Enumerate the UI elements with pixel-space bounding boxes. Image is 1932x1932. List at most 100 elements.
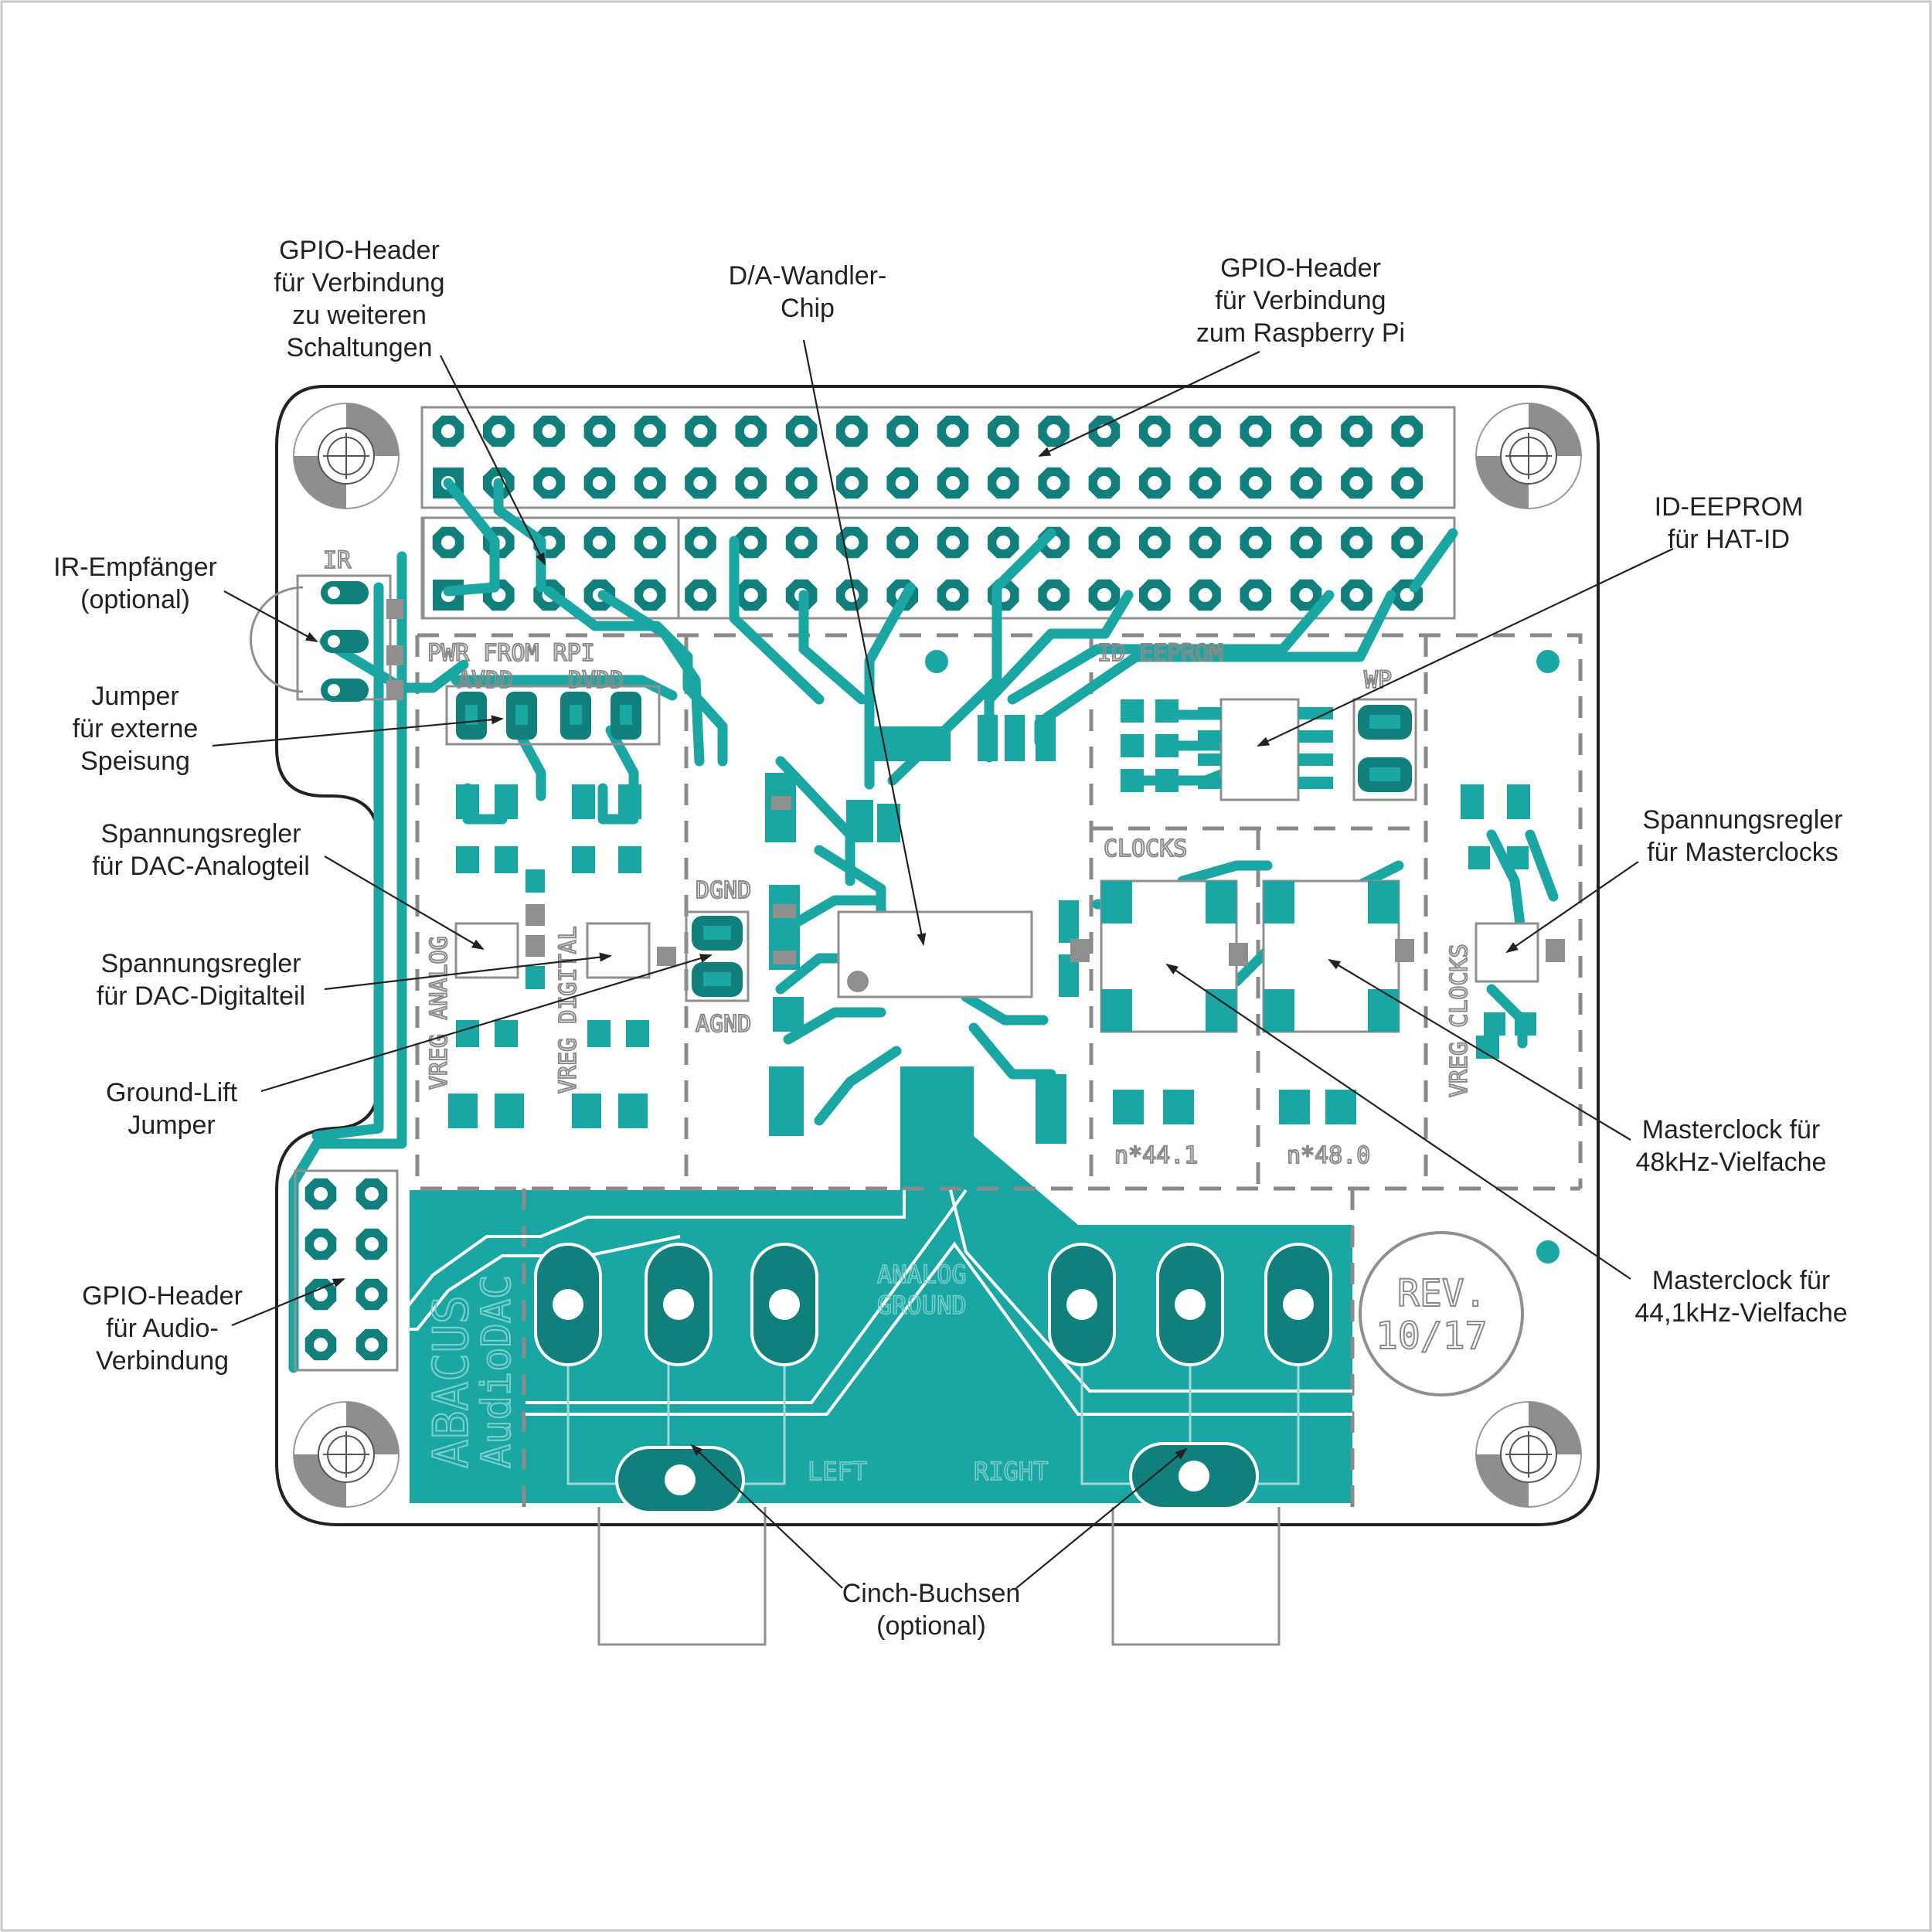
silk-analog: ANALOG xyxy=(877,1260,967,1289)
annotation-id-eeprom: ID-EEPROM für HAT-ID xyxy=(1655,492,1804,554)
audio-gpio-pin xyxy=(304,1278,337,1311)
gpio-pin xyxy=(1138,579,1171,611)
gpio-pin xyxy=(836,467,868,499)
rca-jacks xyxy=(534,1243,1332,1514)
gpio-pin xyxy=(886,467,918,499)
silk-brand: ABACUS xyxy=(423,1295,479,1468)
gpio-pin xyxy=(634,526,666,559)
gpio-pin xyxy=(988,415,1019,447)
mounting-holes xyxy=(293,403,1582,1508)
gpio-pin xyxy=(1088,415,1121,447)
silk-pwr-from-rpi: PWR FROM RPI xyxy=(427,640,595,667)
gpio-audio-header xyxy=(294,1169,399,1372)
annotation-mclk48: Masterclock für 48kHz-Vielfache xyxy=(1636,1115,1827,1177)
gpio-pin xyxy=(1038,415,1070,447)
leader-lines xyxy=(212,339,1674,1589)
gpio-pin xyxy=(785,526,818,559)
silk-product: AudioDAC xyxy=(474,1275,520,1468)
silk-id-eeprom: ID EEPROM xyxy=(1097,640,1223,667)
gpio-pin xyxy=(1138,467,1171,499)
vreg-clocks xyxy=(1461,784,1565,1059)
label-gpio-pi-3: zum Raspberry Pi xyxy=(1196,318,1405,348)
gpio-pin xyxy=(685,467,716,499)
silk-ground: GROUND xyxy=(877,1291,967,1320)
gpio-pin xyxy=(432,415,464,447)
gpio-pin xyxy=(1341,579,1372,611)
silk-n441: n*44.1 xyxy=(1114,1142,1198,1169)
audio-gpio-pin xyxy=(304,1178,337,1210)
gpio-pin xyxy=(785,415,818,447)
rev-circle xyxy=(1359,1231,1524,1396)
rca-pad xyxy=(750,1243,818,1366)
gpio-pin xyxy=(988,467,1019,499)
gpio-pin xyxy=(533,415,565,447)
rca-pad xyxy=(645,1243,713,1366)
gpio-ext-outline xyxy=(422,516,680,620)
gpio-pi-outline-top xyxy=(420,406,1456,509)
gpio-pin xyxy=(1341,415,1372,447)
gpio-pin xyxy=(735,579,767,611)
gpio-pin xyxy=(1290,415,1322,447)
label-gpio-audio-3: Verbindung xyxy=(96,1346,229,1376)
audio-pins xyxy=(304,1178,388,1361)
gpio-pin xyxy=(836,415,868,447)
annotation-jumper-ext: Jumper für externe Speisung xyxy=(73,682,199,776)
label-jumper-2: für externe xyxy=(73,714,199,743)
mounting-hole-tl xyxy=(293,403,400,509)
silk-rev-date: 10/17 xyxy=(1376,1315,1488,1358)
gpio-pin xyxy=(1240,467,1272,499)
gpio-pin xyxy=(634,467,666,499)
annotation-ir: IR-Empfänger (optional) xyxy=(53,553,217,614)
label-gpio-ext-2: für Verbindung xyxy=(274,268,444,298)
audio-gpio-pin xyxy=(304,1228,337,1260)
silk-vreg-analog: VREG ANALOG xyxy=(426,936,453,1090)
master-clocks xyxy=(1070,879,1414,1124)
analog-ground-plane xyxy=(410,1066,1352,1503)
gpio-pin xyxy=(1088,467,1121,499)
gpio-pin xyxy=(735,526,767,559)
audio-gpio-pin xyxy=(355,1328,388,1361)
ir-receiver xyxy=(250,574,403,702)
silk-left: LEFT xyxy=(808,1457,867,1486)
gpio-pin xyxy=(1189,467,1221,499)
gpio-pin xyxy=(1138,526,1171,559)
label-mclk44-1: Masterclock für xyxy=(1652,1266,1831,1295)
label-eeprom-2: für HAT-ID xyxy=(1668,525,1790,554)
mounting-hole-tr xyxy=(1475,403,1582,509)
gpio-pin xyxy=(735,467,767,499)
label-vreg-digital-2: für DAC-Digitalteil xyxy=(97,981,305,1011)
annotation-ground-lift: Ground-Lift Jumper xyxy=(106,1078,238,1140)
gpio-pin xyxy=(886,526,918,559)
label-cinch-2: (optional) xyxy=(876,1611,986,1641)
mounting-hole-bl xyxy=(293,1401,400,1508)
gpio-pin xyxy=(1240,579,1272,611)
annotation-gpio-ext: GPIO-Header für Verbindung zu weiteren S… xyxy=(274,236,444,362)
gpio-pin xyxy=(1391,467,1423,499)
gpio-pin xyxy=(1038,579,1070,611)
label-ground-lift-2: Jumper xyxy=(128,1111,215,1140)
annotation-dac-chip: D/A-Wandler- Chip xyxy=(729,261,887,323)
label-jumper-1: Jumper xyxy=(91,682,179,711)
label-mclk48-2: 48kHz-Vielfache xyxy=(1636,1148,1827,1177)
label-gpio-ext-1: GPIO-Header xyxy=(279,236,440,265)
label-mclk48-1: Masterclock für xyxy=(1642,1115,1821,1145)
gpio-pin xyxy=(937,579,969,611)
gpio-pin xyxy=(1240,526,1272,559)
label-dac-2: Chip xyxy=(781,294,835,323)
rca-center-pad-right xyxy=(1129,1442,1259,1510)
label-gpio-audio-2: für Audio- xyxy=(106,1314,219,1343)
gpio-pin xyxy=(1189,526,1221,559)
label-eeprom-1: ID-EEPROM xyxy=(1655,492,1804,522)
gpio-pin xyxy=(1138,415,1171,447)
silk-n480: n*48.0 xyxy=(1287,1142,1370,1169)
label-vreg-clocks-1: Spannungsregler xyxy=(1643,805,1843,835)
dac-chip xyxy=(765,715,1079,1144)
gpio-pin xyxy=(583,415,616,447)
label-vreg-analog-1: Spannungsregler xyxy=(101,819,301,849)
annotation-vreg-digital: Spannungsregler für DAC-Digitalteil xyxy=(97,949,305,1011)
label-cinch-1: Cinch-Buchsen xyxy=(842,1579,1021,1608)
mounting-hole-br xyxy=(1475,1401,1582,1508)
gpio-pin xyxy=(1189,415,1221,447)
silk-avdd: AVDD xyxy=(457,667,513,694)
